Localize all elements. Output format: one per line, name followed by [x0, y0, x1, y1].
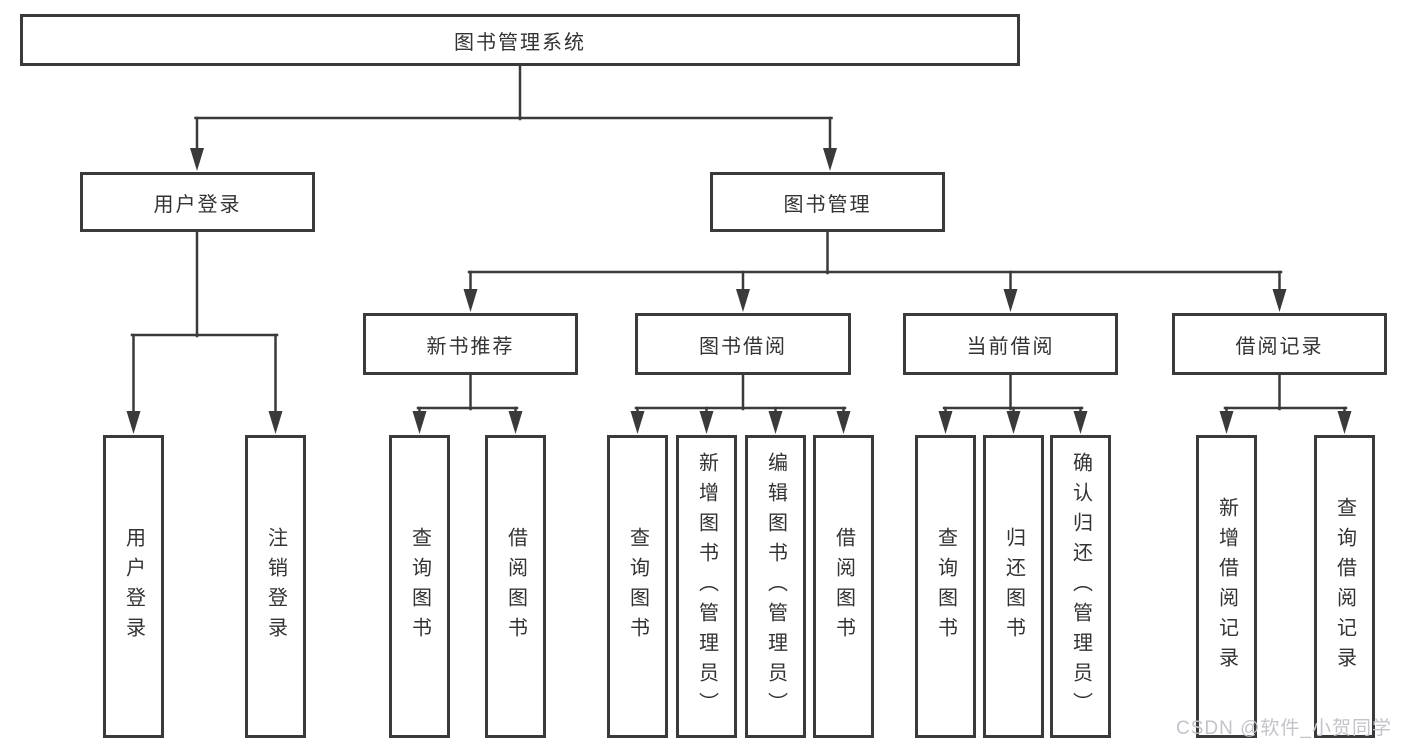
- leaf-logout: 注销登录: [245, 435, 306, 738]
- leaf-bb-add-books-admin: 新增图书（管理员）: [676, 435, 737, 738]
- leaf-bb-query-books: 查询图书: [607, 435, 668, 738]
- node-library-management-system: 图书管理系统: [20, 14, 1020, 66]
- leaf-cb-confirm-return-admin: 确认归还（管理员）: [1050, 435, 1111, 738]
- node-borrowing-records: 借阅记录: [1172, 313, 1387, 375]
- leaf-bb-edit-books-admin: 编辑图书（管理员）: [745, 435, 806, 738]
- node-book-management: 图书管理: [710, 172, 945, 232]
- leaf-user-login: 用户登录: [103, 435, 164, 738]
- node-new-book-recommendation: 新书推荐: [363, 313, 578, 375]
- leaf-br-add-record: 新增借阅记录: [1196, 435, 1257, 738]
- leaf-br-query-record: 查询借阅记录: [1314, 435, 1375, 738]
- csdn-watermark: CSDN @软件_小贺同学: [1176, 718, 1392, 739]
- leaf-nbr-query-books: 查询图书: [389, 435, 450, 738]
- node-user-login: 用户登录: [80, 172, 315, 232]
- leaf-cb-return-books: 归还图书: [983, 435, 1044, 738]
- leaf-nbr-borrow-books: 借阅图书: [485, 435, 546, 738]
- node-book-borrowing: 图书借阅: [635, 313, 851, 375]
- node-current-borrowing: 当前借阅: [903, 313, 1118, 375]
- leaf-bb-borrow-books: 借阅图书: [813, 435, 874, 738]
- leaf-cb-query-books: 查询图书: [915, 435, 976, 738]
